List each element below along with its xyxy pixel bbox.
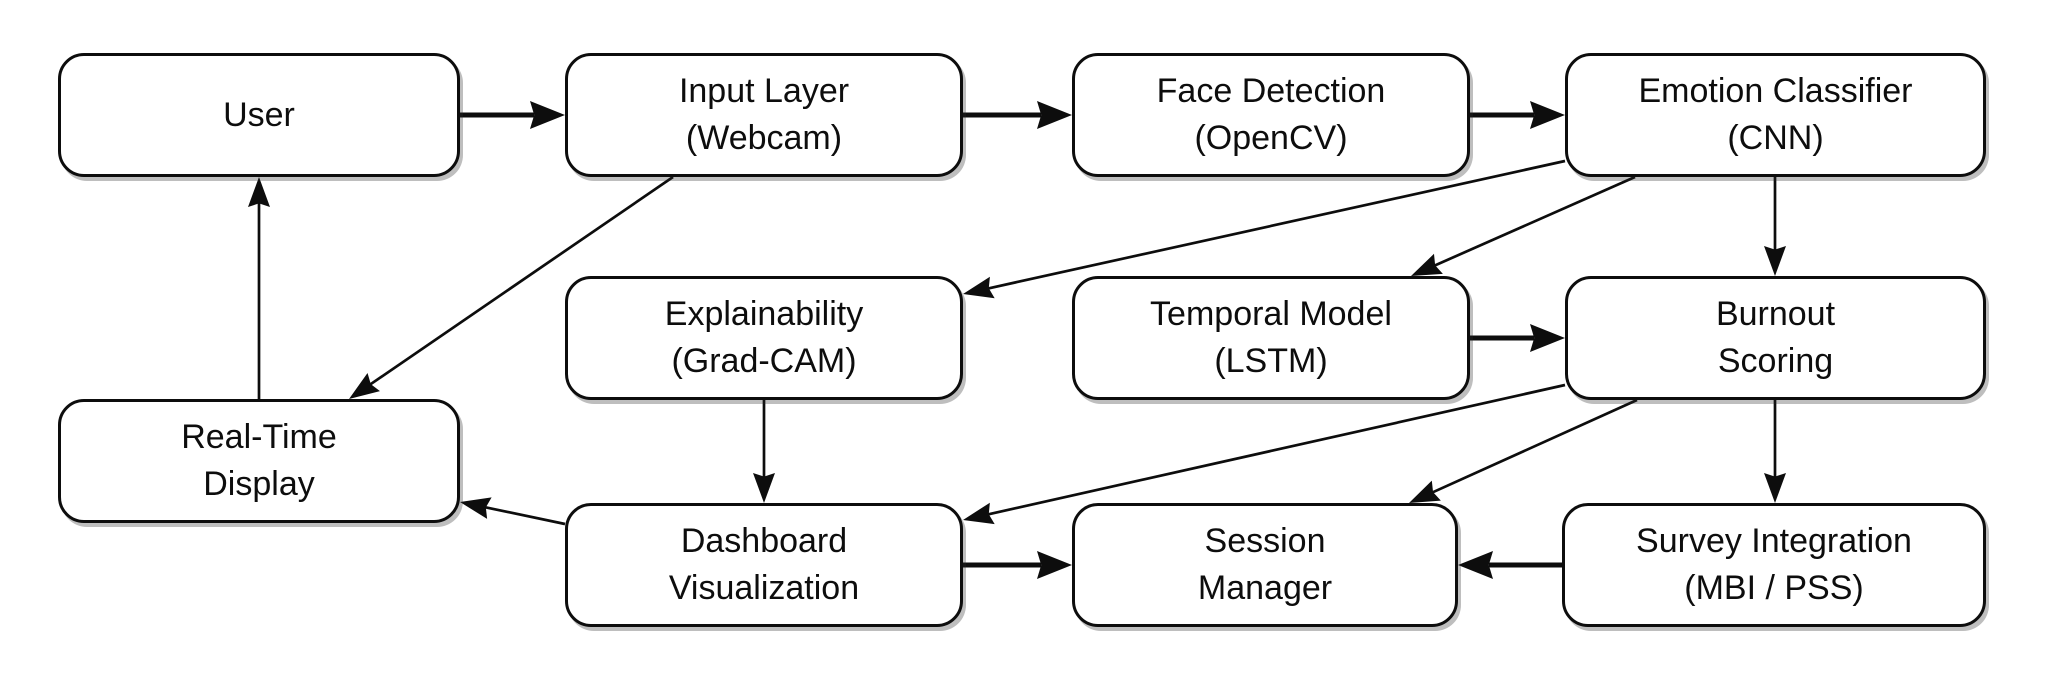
node-dashboard-visualization-sublabel: Visualization [668, 569, 860, 607]
node-dashboard-visualization-label: Dashboard [680, 522, 848, 560]
edge-burnout-session [1409, 398, 1638, 503]
arrowhead [460, 497, 492, 519]
edge-expl-dashboard [753, 400, 775, 503]
node-burnout-scoring-sublabel: Scoring [1717, 342, 1834, 380]
arrowhead [1409, 480, 1441, 503]
node-real-time-display: Real-Time Display [58, 399, 460, 523]
node-user: User [58, 53, 460, 177]
node-dashboard-visualization: Dashboard Visualization [565, 503, 963, 627]
edge-input-face [963, 101, 1072, 129]
edge-burnout-survey [1764, 400, 1786, 503]
node-input-layer: Input Layer (Webcam) [565, 53, 963, 177]
edge-burnout-dashboard [963, 383, 1566, 525]
arrowhead [1530, 101, 1565, 129]
node-temporal-model: Temporal Model (LSTM) [1072, 276, 1470, 400]
arrowhead [530, 101, 565, 129]
node-burnout-scoring: Burnout Scoring [1565, 276, 1986, 400]
node-survey-integration: Survey Integration (MBI / PSS) [1562, 503, 1986, 627]
arrowhead [349, 372, 380, 399]
arrowhead [1037, 551, 1072, 579]
arrowhead [1764, 246, 1786, 276]
node-emotion-classifier-label: Emotion Classifier [1638, 72, 1913, 110]
node-user-label: User [223, 95, 295, 134]
node-face-detection-label: Face Detection [1156, 72, 1386, 110]
edge-face-ecnn [1470, 101, 1565, 129]
edge-survey-session [1458, 551, 1562, 579]
edge-input-rtd [349, 175, 674, 399]
node-explainability-sublabel: (Grad-CAM) [671, 342, 857, 380]
arrowhead [1764, 473, 1786, 503]
arrowhead [753, 473, 775, 503]
node-burnout-scoring-label: Burnout [1715, 295, 1836, 333]
node-temporal-model-label: Temporal Model [1150, 295, 1392, 333]
node-explainability: Explainability (Grad-CAM) [565, 276, 963, 400]
node-input-layer-label: Input Layer [678, 72, 850, 110]
arrowhead [248, 177, 270, 207]
node-emotion-classifier-sublabel: (CNN) [1727, 119, 1824, 157]
node-explainability-label: Explainability [664, 295, 864, 333]
arrowhead [1530, 324, 1565, 352]
edge-ecnn-expl [963, 159, 1566, 299]
edge-ecnn-burnout [1764, 177, 1786, 276]
node-real-time-display-sublabel: Display [203, 465, 315, 503]
node-session-manager-sublabel: Manager [1197, 569, 1333, 607]
edge-rtd-user [248, 177, 270, 399]
edge-ecnn-temporal [1411, 175, 1636, 276]
arrowhead [1458, 551, 1493, 579]
arrowhead [963, 502, 995, 525]
node-session-manager-label: Session [1204, 522, 1326, 560]
node-face-detection-sublabel: (OpenCV) [1194, 119, 1348, 157]
node-face-detection: Face Detection (OpenCV) [1072, 53, 1470, 177]
edge-dashboard-session [963, 551, 1072, 579]
edge-dashboard-rtd [460, 497, 566, 526]
edge-temporal-burnout [1470, 324, 1565, 352]
node-survey-integration-sublabel: (MBI / PSS) [1684, 569, 1864, 607]
node-emotion-classifier: Emotion Classifier (CNN) [1565, 53, 1986, 177]
arrowhead [1037, 101, 1072, 129]
node-input-layer-sublabel: (Webcam) [685, 119, 843, 157]
arrowhead [1411, 253, 1443, 276]
node-temporal-model-sublabel: (LSTM) [1214, 342, 1328, 380]
arrowhead [963, 276, 995, 299]
node-session-manager: Session Manager [1072, 503, 1458, 627]
node-survey-integration-label: Survey Integration [1636, 522, 1912, 560]
node-real-time-display-label: Real-Time [181, 418, 337, 456]
edge-user-input [460, 101, 565, 129]
